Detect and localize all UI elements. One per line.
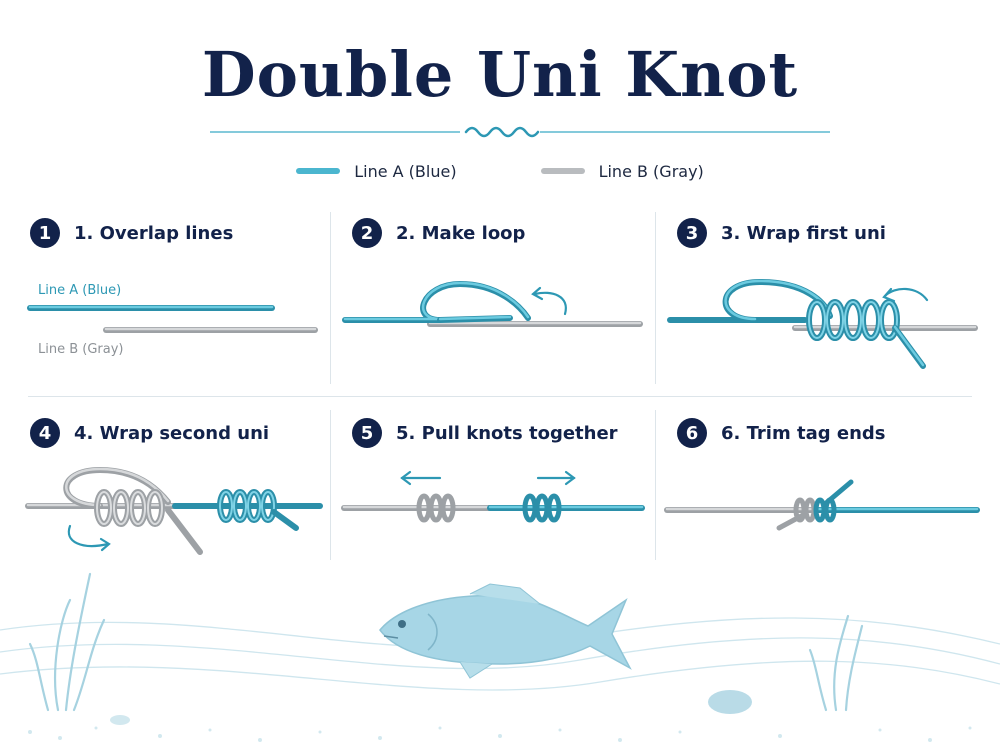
step-5-diagram [341, 470, 645, 523]
legend-swatch-blue [296, 168, 341, 174]
step-1-line-b-label: Line B (Gray) [38, 342, 124, 357]
row-divider [28, 396, 972, 397]
step-5-title: 5. Pull knots together [396, 422, 618, 444]
step-1-badge: 1 [30, 218, 60, 248]
fish-illustration [379, 583, 632, 679]
column-divider [330, 410, 331, 560]
step-6-title: 6. Trim tag ends [721, 422, 886, 444]
step-3-diagram [667, 278, 978, 369]
page-title: Double Uni Knot [201, 38, 799, 111]
legend-label-line-a: Line A (Blue) [354, 161, 457, 181]
column-divider [655, 410, 656, 560]
underwater-scene [0, 572, 1000, 742]
step-1-diagram [27, 305, 318, 333]
step-2-badge: 2 [352, 218, 382, 248]
left-arrow-icon [400, 470, 442, 486]
curved-arrow-icon [67, 524, 111, 552]
step-4-header: 4 4. Wrap second uni [30, 418, 269, 448]
step-5-header: 5 5. Pull knots together [352, 418, 618, 448]
title-divider [210, 126, 830, 138]
step-6-diagram [664, 479, 980, 531]
step-5-badge: 5 [352, 418, 382, 448]
column-divider [655, 212, 656, 384]
step-4-diagram [25, 466, 323, 555]
seaweed-illustration [28, 572, 864, 712]
step-1-title: 1. Overlap lines [74, 222, 234, 244]
step-2-diagram [342, 280, 643, 327]
legend-label-line-b: Line B (Gray) [598, 161, 704, 181]
step-4-title: 4. Wrap second uni [74, 422, 270, 444]
step-1-line-a-label: Line A (Blue) [38, 283, 122, 298]
legend-item-line-a: Line A (Blue) [296, 161, 457, 181]
right-arrow-icon [536, 470, 576, 486]
step-6-badge: 6 [677, 418, 707, 448]
step-3-title: 3. Wrap first uni [721, 222, 886, 244]
legend-item-line-b: Line B (Gray) [540, 161, 704, 181]
legend: Line A (Blue) Line B (Gray) [0, 156, 1000, 186]
step-2-header: 2 2. Make loop [352, 218, 525, 248]
curved-arrow-icon [882, 287, 929, 303]
wave-icon [464, 126, 540, 138]
step-3-header: 3 3. Wrap first uni [677, 218, 886, 248]
step-4-badge: 4 [30, 418, 60, 448]
curved-arrow-icon [531, 286, 567, 316]
column-divider [330, 212, 331, 384]
step-2-title: 2. Make loop [396, 222, 526, 244]
legend-swatch-gray [540, 168, 585, 174]
step-6-header: 6 6. Trim tag ends [677, 418, 886, 448]
step-1-header: 1 1. Overlap lines [30, 218, 233, 248]
step-3-badge: 3 [677, 218, 707, 248]
